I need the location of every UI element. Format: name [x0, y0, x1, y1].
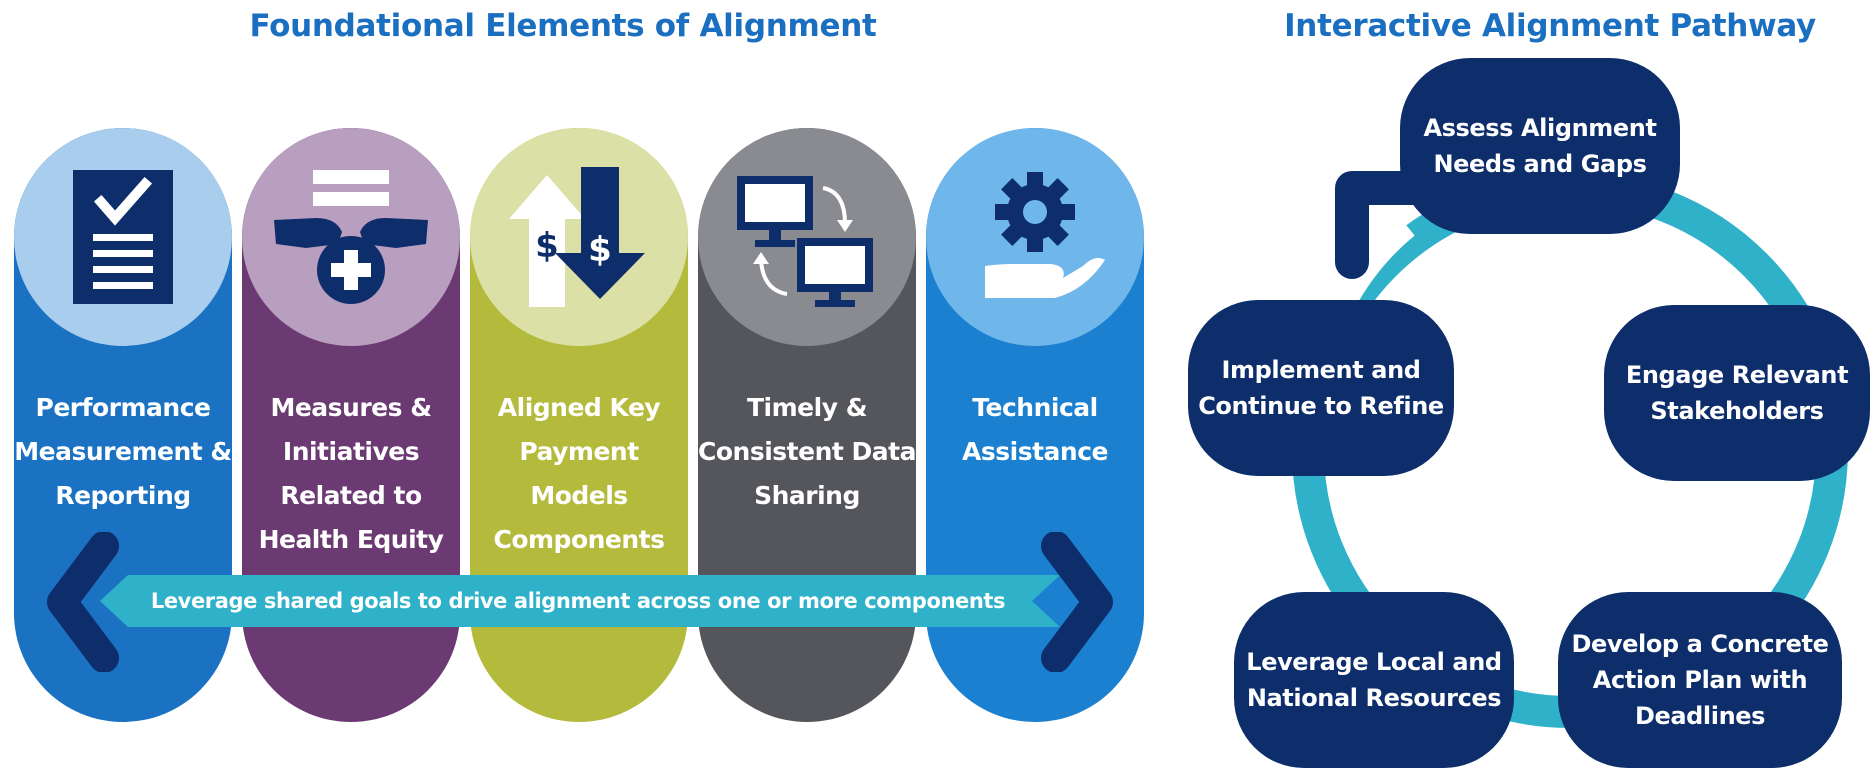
pillar-label: Timely & Consistent Data Sharing — [698, 393, 916, 510]
pillar-label: Measures & Initiatives Related to Health… — [258, 393, 444, 554]
shared-goals-banner-text: Leverage shared goals to drive alignment… — [150, 589, 1006, 613]
cycle-arrow-icon — [1335, 171, 1437, 279]
pathway-step-leverage-resources: Leverage Local and National Resources — [1234, 592, 1514, 768]
pathway-step-develop-plan: Develop a Concrete Action Plan with Dead… — [1558, 592, 1842, 768]
pillar-label: Technical Assistance — [962, 393, 1108, 466]
pillar-label: Aligned Key Payment Models Components — [493, 393, 665, 554]
svg-text:$: $ — [535, 226, 559, 266]
pillar-label: Performance Measurement & Reporting — [14, 393, 232, 510]
computers-exchange-icon — [737, 176, 873, 307]
pillar-cap — [14, 128, 232, 346]
pillar-cap — [698, 128, 916, 346]
svg-text:$: $ — [588, 230, 612, 270]
shared-goals-banner — [100, 575, 1060, 627]
dollar-arrows-icon: $ $ — [509, 167, 645, 307]
chevron-right-icon — [1041, 532, 1113, 672]
alignment-pathway-title: Interactive Alignment Pathway — [1284, 8, 1816, 44]
chevron-left-icon — [47, 532, 119, 672]
gear-hand-icon — [985, 172, 1105, 298]
checklist-document-icon — [73, 170, 173, 304]
pathway-step-implement: Implement and Continue to Refine — [1188, 300, 1454, 476]
pillar-cap — [242, 128, 460, 346]
pillar-cap: $ $ — [470, 128, 688, 346]
foundational-elements-title: Foundational Elements of Alignment — [249, 8, 877, 44]
hands-plus-icon — [274, 170, 428, 304]
pillar-cap — [926, 128, 1144, 346]
pathway-step-engage: Engage Relevant Stakeholders — [1604, 305, 1870, 481]
pathway-step-assess: Assess Alignment Needs and Gaps — [1400, 58, 1680, 234]
